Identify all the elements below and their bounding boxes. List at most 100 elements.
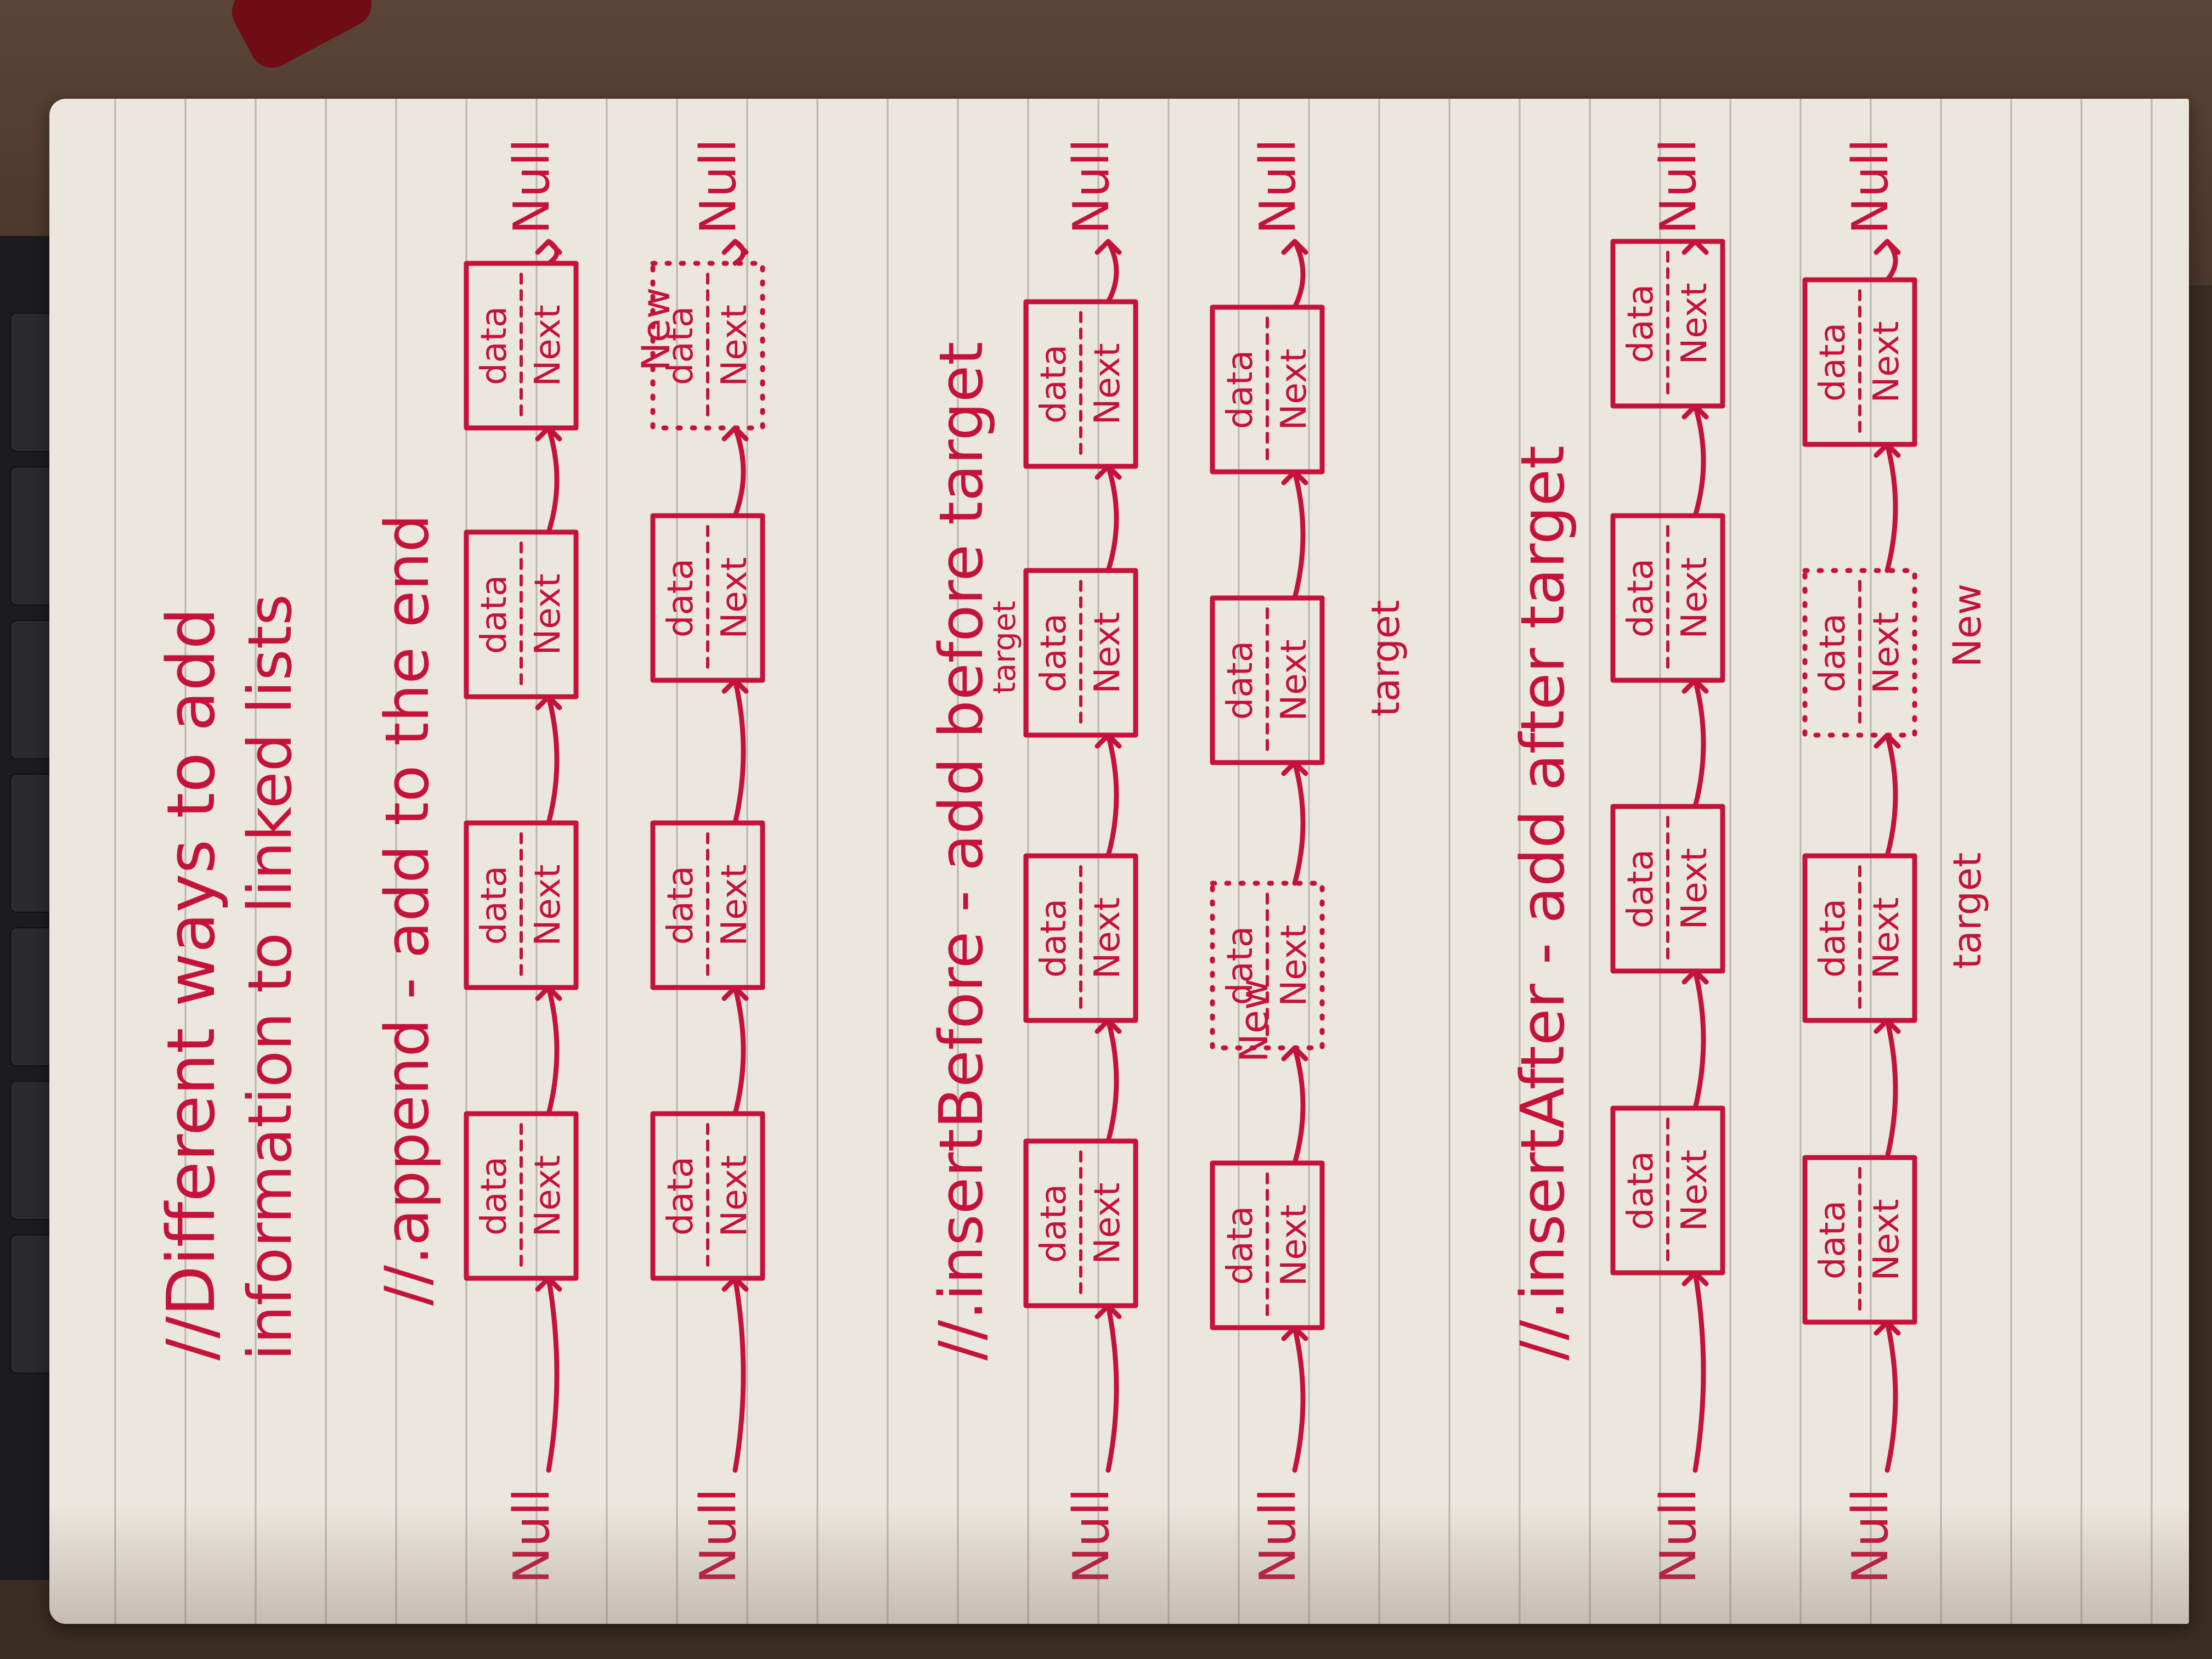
node-next-label: Next — [1674, 557, 1715, 639]
pointer-arrow — [535, 425, 562, 535]
node-box — [1023, 853, 1138, 1023]
list-node: data Next — [1210, 1160, 1325, 1330]
target-label: target — [1363, 600, 1408, 717]
pointer-arrow-to-null — [1681, 239, 1709, 255]
pointer-arrow-to-null — [1281, 239, 1308, 310]
pointer-arrow — [1681, 403, 1709, 518]
node-box — [650, 1111, 765, 1281]
null-label-end: Null — [1063, 139, 1120, 234]
null-label-start: Null — [503, 1488, 561, 1584]
node-data-label: data — [1220, 926, 1261, 1005]
pointer-arrow — [1874, 442, 1901, 573]
node-next-label: Next — [1087, 1182, 1128, 1264]
insert-before-heading: //.insertBefore - add before target — [926, 342, 996, 1361]
node-next-label: Next — [1274, 924, 1314, 1006]
pointer-arrow — [535, 985, 562, 1116]
node-data-label: data — [474, 575, 515, 654]
pointer-arrow — [535, 694, 562, 826]
node-box — [464, 820, 579, 990]
node-data-label: data — [474, 1156, 515, 1235]
linked-list-diagrams: NulldataNextdataNextdataNextdataNextNull… — [464, 139, 1990, 1584]
null-label-end: Null — [1249, 139, 1307, 234]
node-next-label: Next — [1274, 1204, 1314, 1286]
list-node: data Next — [1802, 853, 1917, 1023]
node-next-label: Next — [1674, 283, 1715, 364]
pointer-arrow — [1681, 968, 1709, 1111]
ruled-lines — [114, 99, 2153, 1624]
pointer-arrow — [1094, 732, 1122, 859]
title-line-2: information to linked lists — [235, 594, 305, 1361]
node-next-label: Next — [714, 864, 755, 946]
append-heading: //.append - add to the end — [372, 514, 442, 1306]
node-box — [1802, 277, 1917, 447]
node-box — [464, 261, 579, 431]
target-label-top: target — [987, 601, 1023, 694]
node-next-label: Next — [1674, 848, 1715, 929]
insert-after-heading: //.insertAfter - add after target — [1508, 445, 1578, 1361]
node-data-label: data — [1220, 641, 1261, 720]
node-data-label: data — [474, 306, 515, 385]
pointer-arrow — [1281, 760, 1308, 886]
node-next-label: Next — [1866, 612, 1907, 693]
node-data-label: data — [474, 866, 515, 945]
pointer-arrow — [535, 1276, 562, 1473]
list-node: data Next — [1802, 1155, 1917, 1325]
node-data-label: data — [1621, 558, 1661, 637]
null-label-end: Null — [503, 139, 561, 234]
node-box — [1610, 1105, 1725, 1276]
node-next-label: Next — [1274, 348, 1314, 430]
page-gutter-shadow — [49, 1503, 2189, 1624]
node-data-label: data — [1034, 1184, 1074, 1263]
node-box — [464, 529, 579, 699]
pointer-arrow — [1094, 1303, 1122, 1473]
node-box — [1802, 1155, 1917, 1325]
node-next-label: Next — [1087, 897, 1128, 979]
node-data-label: data — [661, 1156, 701, 1235]
node-data-label: data — [661, 558, 701, 637]
node-next-label: Next — [1866, 1199, 1907, 1280]
new-node-label: New — [1945, 584, 1990, 668]
node-next-label: Next — [714, 304, 755, 386]
pointer-arrow — [1681, 1270, 1709, 1473]
node-data-label: data — [1034, 345, 1074, 424]
node-box — [1610, 804, 1725, 974]
pointer-arrow — [1281, 1045, 1308, 1166]
node-data-label: data — [1813, 899, 1853, 978]
node-data-label: data — [1220, 1206, 1261, 1285]
node-next-label: Next — [528, 304, 568, 386]
null-label-start: Null — [1842, 1488, 1899, 1584]
null-label-start: Null — [690, 1488, 747, 1584]
node-box — [1610, 513, 1725, 683]
node-next-label: Next — [1866, 897, 1907, 979]
pointer-arrow-to-null — [721, 239, 749, 266]
node-box — [1210, 1160, 1325, 1330]
null-label-end: Null — [1842, 139, 1899, 234]
pointer-arrow — [1094, 464, 1122, 573]
node-data-label: data — [1034, 613, 1074, 692]
node-box — [1210, 304, 1325, 475]
list-node: data Next — [464, 529, 579, 699]
null-label-end: Null — [1650, 139, 1707, 234]
pointer-arrow-to-null — [1874, 239, 1901, 283]
node-data-label: data — [1621, 849, 1661, 928]
node-box — [1210, 595, 1325, 765]
pointer-arrow — [1281, 469, 1308, 601]
null-label-start: Null — [1249, 1488, 1307, 1584]
node-data-label: data — [1813, 1200, 1853, 1279]
node-next-label: Next — [528, 573, 568, 655]
pointer-arrow-to-null — [535, 239, 562, 266]
node-box — [650, 261, 765, 431]
notebook-page: //Different ways to add information to l… — [49, 99, 2189, 1624]
list-node: data Next — [464, 261, 579, 431]
node-box — [464, 1111, 579, 1281]
list-node: data Next — [1610, 513, 1725, 683]
pointer-arrow — [1874, 732, 1901, 859]
